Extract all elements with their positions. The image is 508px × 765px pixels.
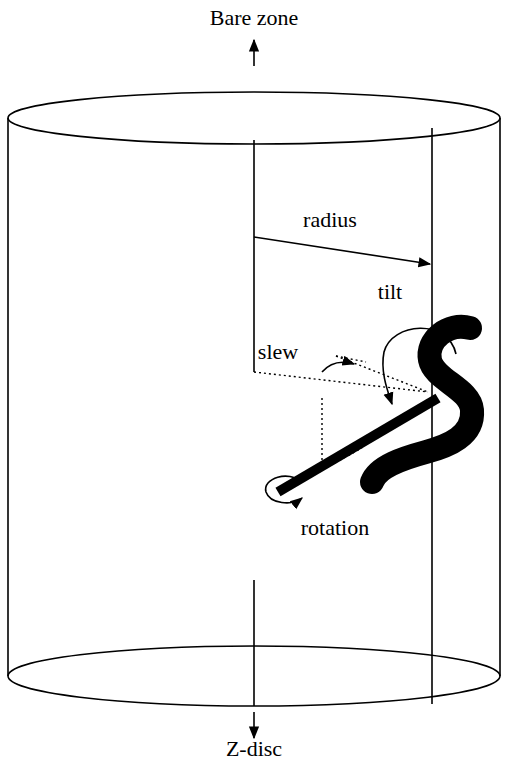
angle-label: tilt <box>378 280 402 304</box>
cylinder-side <box>499 118 501 676</box>
axis-line <box>253 140 255 372</box>
surface-line <box>431 128 433 704</box>
direction-label: Z-disc <box>226 737 282 761</box>
slew-arrow <box>322 362 354 372</box>
angle-label: rotation <box>301 516 369 540</box>
down-arrow <box>253 712 255 738</box>
dimension-label: radius <box>303 208 357 232</box>
angle-label: slew <box>258 340 298 364</box>
up-arrow <box>253 40 255 66</box>
myosin-head <box>372 327 472 482</box>
top-ellipse <box>8 92 500 144</box>
direction-label: Bare zone <box>210 6 299 30</box>
cylinder-side <box>7 118 9 676</box>
radius-arrow <box>254 237 430 264</box>
axis-line <box>253 580 255 706</box>
